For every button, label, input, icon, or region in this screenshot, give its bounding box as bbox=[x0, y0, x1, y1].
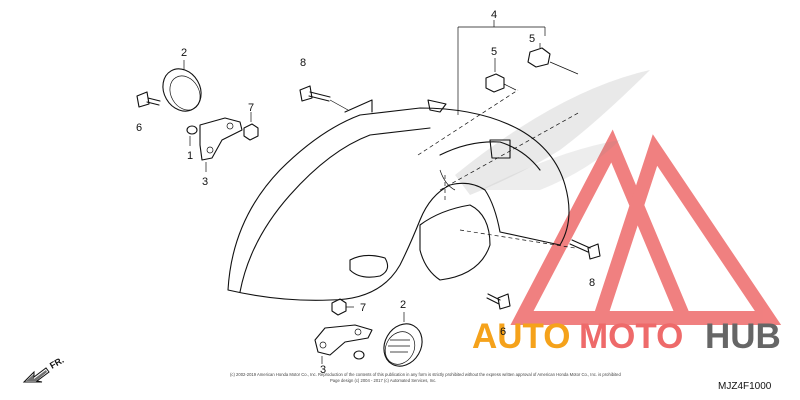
wing-logo-icon bbox=[455, 70, 650, 195]
clip-part-5-left bbox=[485, 58, 517, 93]
callout-2-upper: 2 bbox=[181, 47, 187, 59]
reflector-part-2-upper bbox=[162, 60, 202, 112]
front-fender bbox=[227, 99, 570, 301]
front-direction-label: FR. bbox=[48, 355, 66, 371]
bracket-part-3-lower bbox=[314, 324, 373, 364]
projection-line bbox=[459, 229, 576, 249]
bolt-part-8-upper bbox=[299, 85, 349, 111]
nut-part-7-lower bbox=[331, 298, 354, 316]
nut-part-7-upper bbox=[243, 112, 259, 141]
callout-7-upper: 7 bbox=[248, 102, 254, 114]
watermark-logo-icon bbox=[510, 129, 782, 325]
projection-line bbox=[417, 89, 519, 156]
collar-part-1-lower bbox=[353, 350, 365, 360]
callout-7-lower: 7 bbox=[360, 302, 366, 314]
watermark-part2: MOTO bbox=[579, 317, 683, 356]
callout-4-bracket bbox=[457, 20, 546, 115]
callout-5-right: 5 bbox=[529, 33, 535, 45]
callout-6-upper: 6 bbox=[136, 122, 142, 134]
bracket-part-3-upper bbox=[199, 117, 243, 172]
bolt-part-6-upper bbox=[136, 91, 161, 108]
callout-8-lower: 8 bbox=[589, 277, 595, 289]
callout-4: 4 bbox=[491, 9, 497, 21]
copyright-line-2: Page design (c) 2004 - 2017 (c) Automate… bbox=[330, 378, 436, 383]
clip-part-5-right bbox=[527, 43, 579, 75]
watermark-part1: AUTO bbox=[472, 317, 571, 356]
watermark-text: AUTO MOTO HUB bbox=[472, 317, 781, 356]
bolt-part-8-lower bbox=[569, 239, 601, 260]
copyright-line-1: (c) 2002-2019 American Honda Motor Co., … bbox=[230, 372, 621, 377]
front-direction-arrow-icon: FR. bbox=[22, 355, 66, 383]
diagram-code: MJZ4F1000 bbox=[718, 381, 772, 392]
reflector-part-2-lower bbox=[383, 312, 423, 367]
callout-3-upper: 3 bbox=[202, 176, 208, 188]
callout-5-left: 5 bbox=[491, 46, 497, 58]
callout-1: 1 bbox=[187, 150, 193, 162]
bolt-part-6-lower bbox=[486, 293, 511, 310]
callout-2-lower: 2 bbox=[400, 299, 406, 311]
watermark-part3: HUB bbox=[705, 317, 781, 356]
callout-8-upper: 8 bbox=[300, 57, 306, 69]
collar-part-1 bbox=[186, 125, 198, 146]
callout-3-lower: 3 bbox=[320, 364, 326, 376]
callout-6-lower: 6 bbox=[500, 326, 506, 338]
